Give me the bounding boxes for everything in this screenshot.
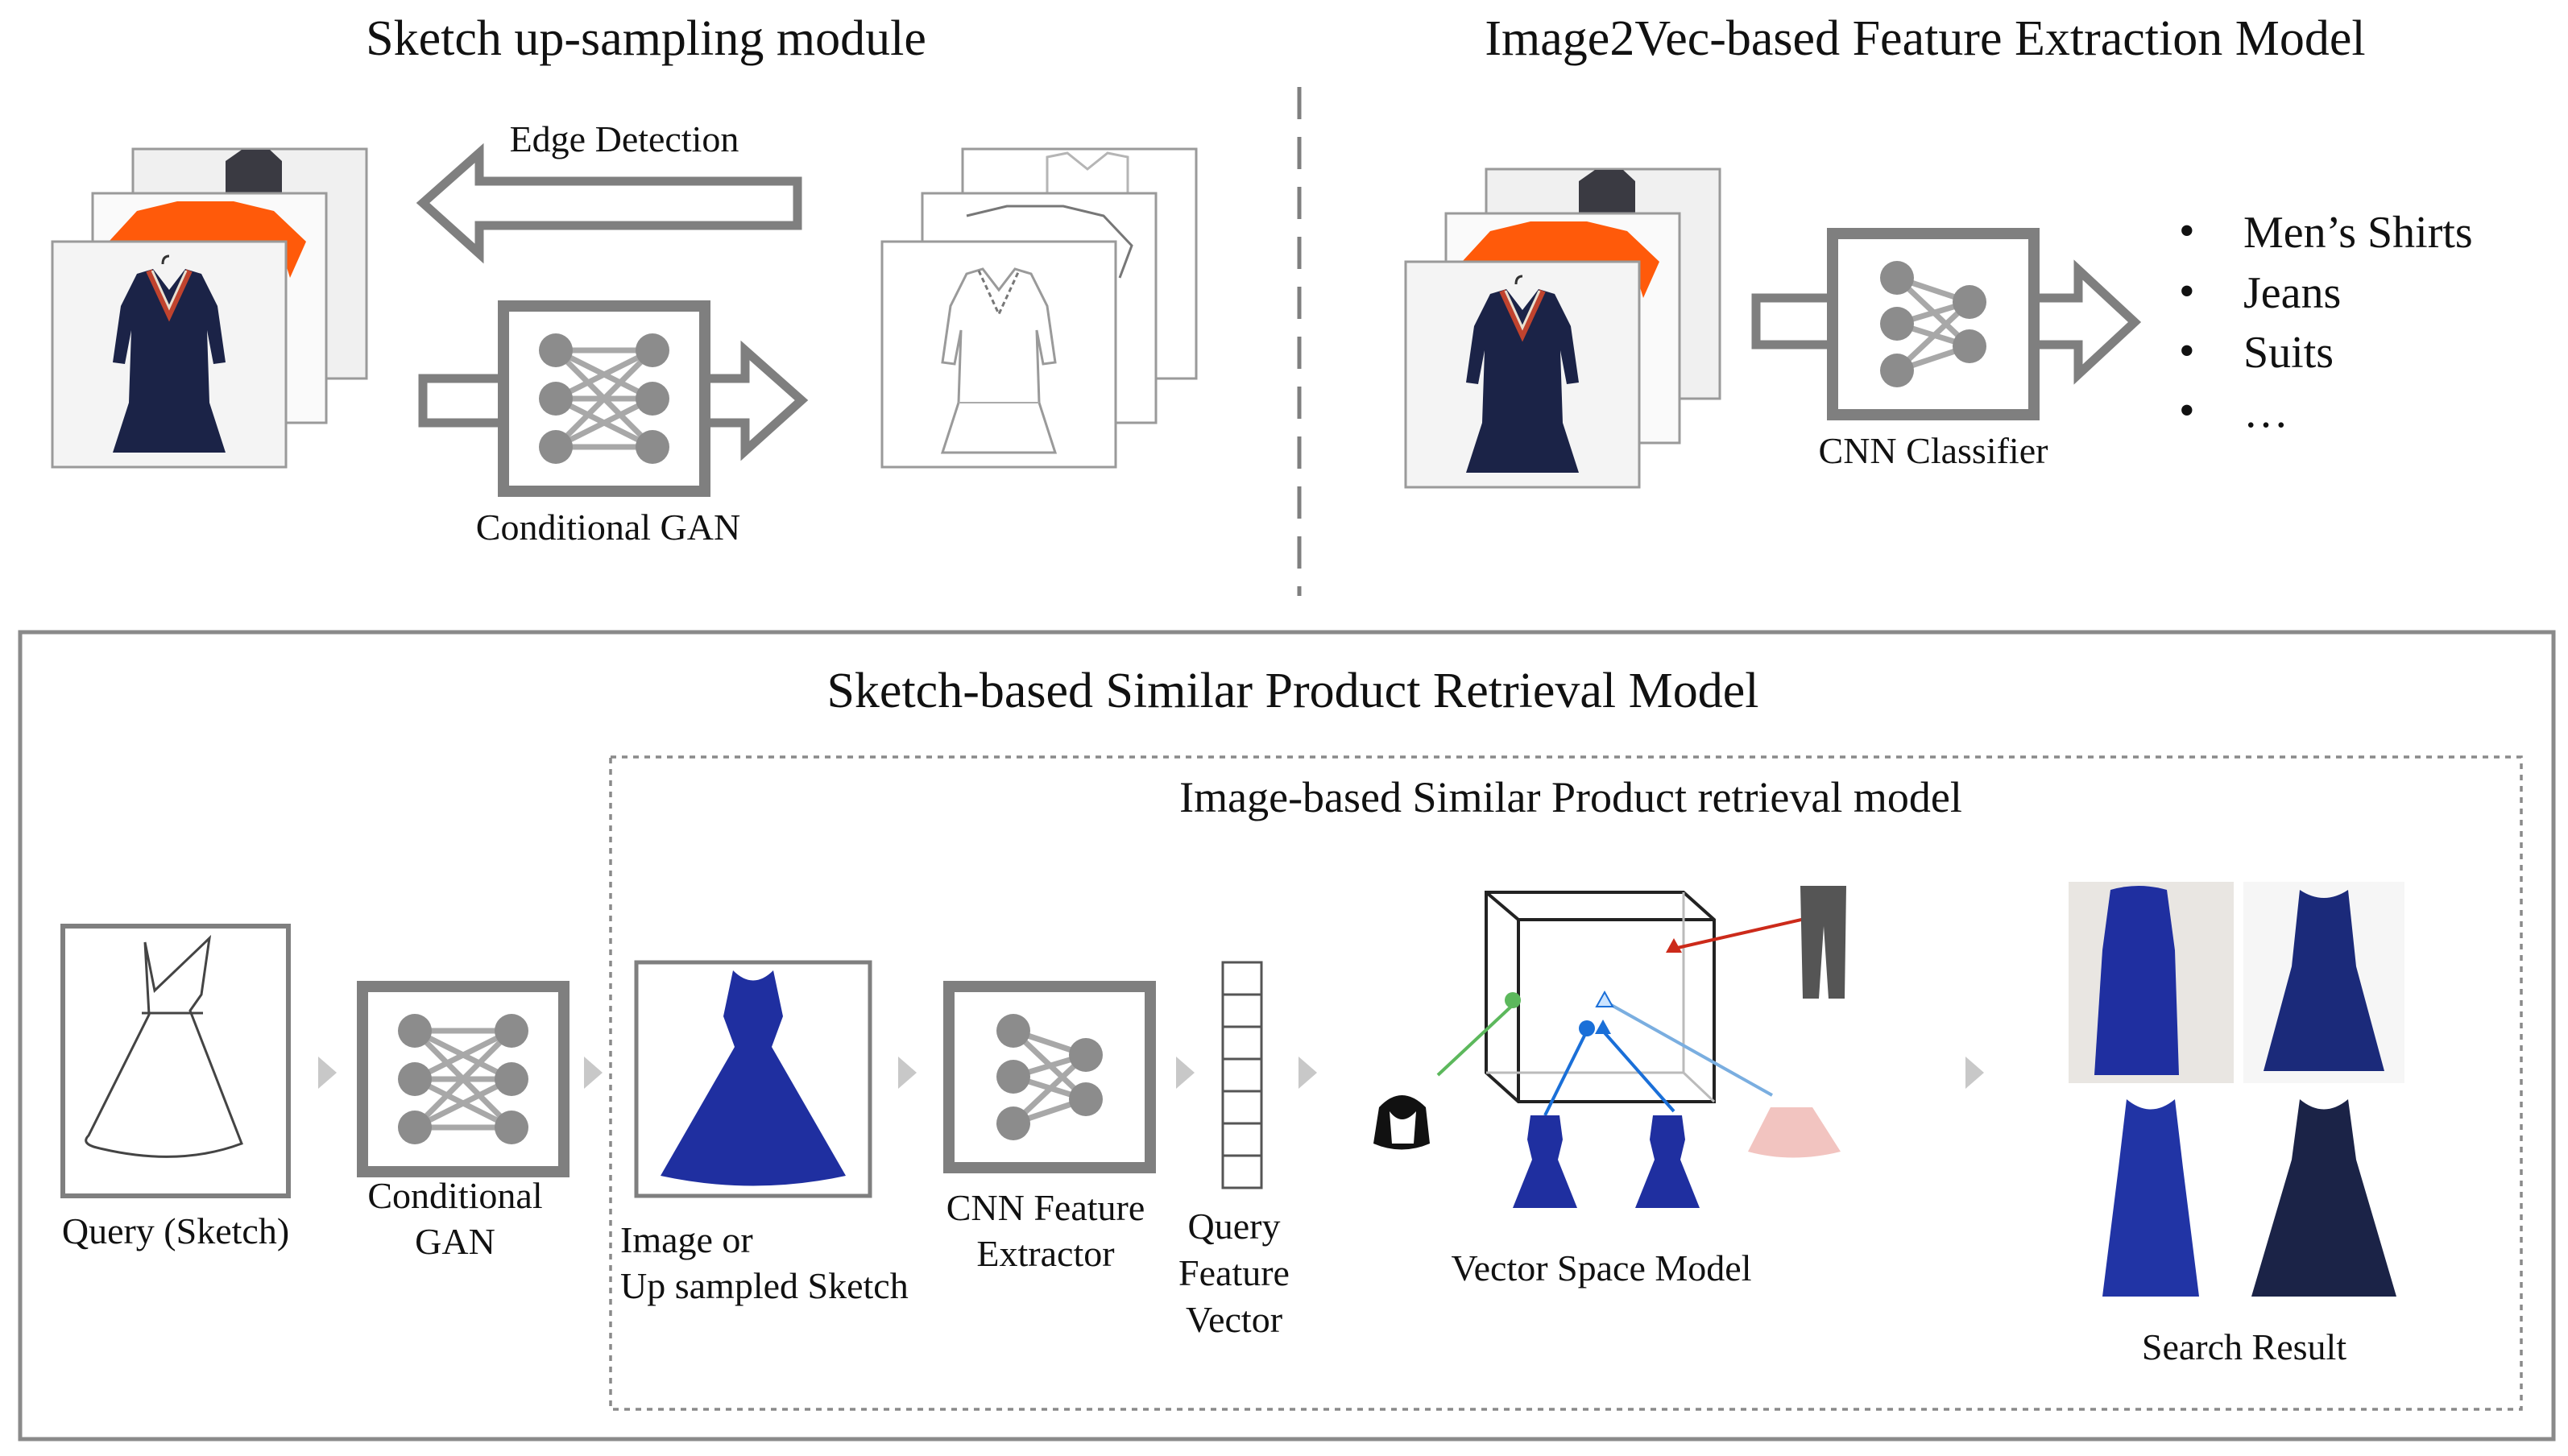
- svg-text:•: •: [2179, 326, 2195, 376]
- feature-vector: [1221, 961, 1263, 1189]
- query-sketch: [60, 924, 291, 1198]
- gan-network-icon: [503, 306, 705, 491]
- cnn-extractor-label-2: Extractor: [976, 1233, 1114, 1274]
- photo-stack: [52, 147, 368, 467]
- image-label-1: Image or: [620, 1219, 753, 1260]
- svg-text:•: •: [2179, 386, 2195, 436]
- vsm-label: Vector Space Model: [1452, 1247, 1752, 1288]
- classifier-label: CNN Classifier: [1819, 430, 2048, 471]
- upsampling-title: Sketch up-sampling module: [366, 11, 926, 66]
- search-result-label: Search Result: [2142, 1326, 2346, 1367]
- cnn-extractor-label-1: CNN Feature: [946, 1187, 1145, 1228]
- class-item-2: Suits: [2243, 328, 2334, 378]
- retrieval-model-title: Sketch-based Similar Product Retrieval M…: [826, 664, 1758, 718]
- query-gan-label-2: GAN: [415, 1221, 495, 1262]
- class-list: • Men’s Shirts • Jeans • Suits • …: [2179, 206, 2473, 437]
- query-label: Query (Sketch): [62, 1210, 289, 1251]
- image-retrieval-title: Image-based Similar Product retrieval mo…: [1179, 773, 1962, 821]
- class-item-1: Jeans: [2243, 268, 2341, 318]
- query-gan-label-1: Conditional: [367, 1175, 542, 1216]
- search-results: [2069, 882, 2404, 1303]
- classifier-photo-stack: [1406, 168, 1721, 487]
- svg-text:•: •: [2179, 206, 2195, 256]
- image-retrieval-frame: [609, 755, 2523, 1411]
- skirt-thumbnail: [1748, 1107, 1841, 1158]
- blue-dress-image: [634, 960, 872, 1198]
- top-thumbnail: [1373, 1095, 1430, 1150]
- qfv-label-1: Query: [1188, 1206, 1281, 1247]
- vector-space-cube: [1485, 891, 1716, 1103]
- flow-arrows: [318, 1057, 1984, 1089]
- retrieval-model-frame: [18, 630, 2556, 1442]
- query-gan-icon: [362, 987, 564, 1172]
- vector-points: [1505, 938, 1682, 1036]
- class-item-3: …: [2243, 387, 2288, 437]
- svg-text:•: •: [2179, 267, 2195, 316]
- sketch-stack: [880, 147, 1198, 469]
- image-label-2: Up sampled Sketch: [620, 1265, 909, 1306]
- image2vec-title: Image2Vec-based Feature Extraction Model: [1485, 11, 2365, 66]
- qfv-label-2: Feature: [1178, 1252, 1290, 1293]
- vector-links: [1436, 916, 1809, 1116]
- cnn-classifier-icon: [1833, 234, 2034, 415]
- gan-label: Conditional GAN: [476, 507, 740, 548]
- class-item-0: Men’s Shirts: [2243, 208, 2473, 258]
- cnn-extractor-icon: [949, 987, 1150, 1168]
- edge-detection-label: Edge Detection: [510, 118, 739, 159]
- jeans-thumbnail: [1800, 886, 1846, 999]
- qfv-label-3: Vector: [1186, 1299, 1282, 1340]
- edge-detection-arrow: [416, 143, 802, 264]
- blue-dress-thumb-2: [1635, 1115, 1700, 1208]
- blue-dress-thumb-1: [1513, 1115, 1577, 1208]
